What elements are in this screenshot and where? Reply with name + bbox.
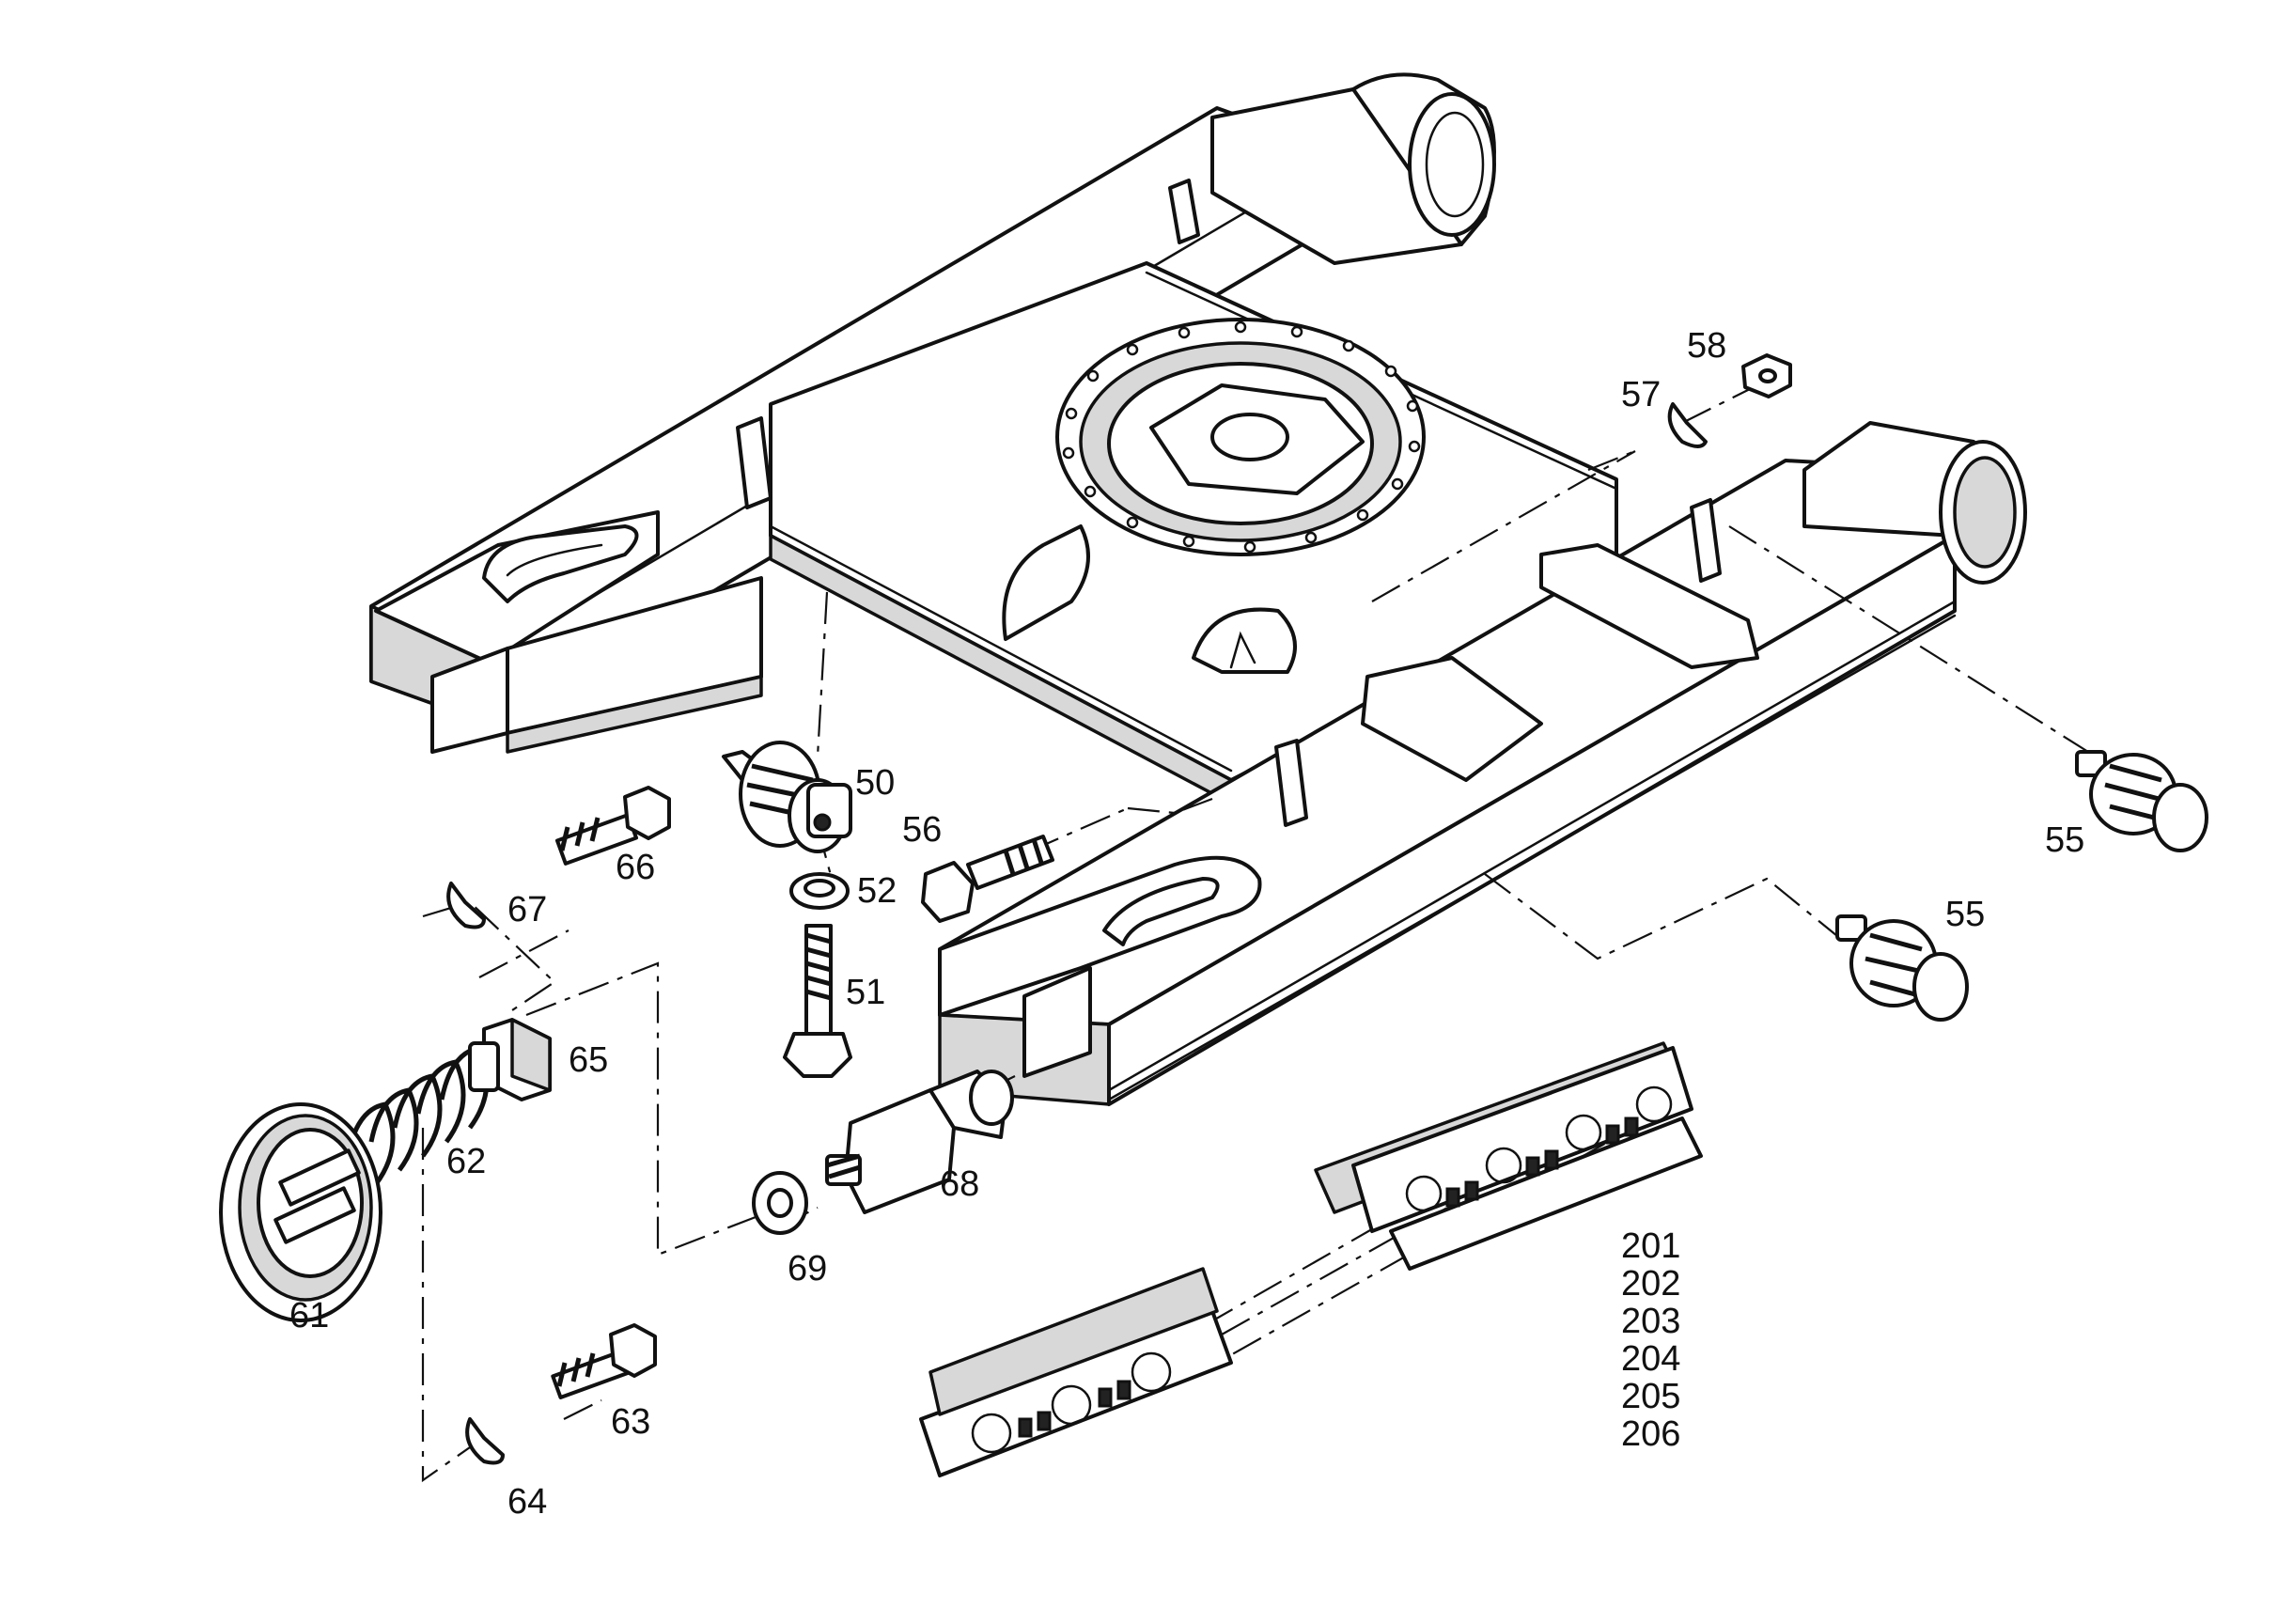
label-63: 63 bbox=[611, 1402, 650, 1442]
label-66: 66 bbox=[616, 848, 655, 887]
label-57: 57 bbox=[1621, 375, 1661, 414]
washer-part-52 bbox=[789, 872, 850, 910]
label-68: 68 bbox=[940, 1164, 979, 1204]
label-55b: 55 bbox=[1945, 895, 1985, 934]
slewing-ring-bolt-holes bbox=[1062, 320, 1421, 554]
bolt-part-63 bbox=[551, 1323, 657, 1399]
washer-part-69 bbox=[752, 1171, 808, 1235]
tension-spring-part-62 bbox=[345, 1041, 500, 1186]
label-58: 58 bbox=[1687, 326, 1726, 366]
label-202: 202 bbox=[1621, 1264, 1680, 1304]
track-roller-part-55-lower bbox=[1835, 914, 1969, 1022]
lock-washer-part-67 bbox=[446, 882, 486, 929]
label-56: 56 bbox=[902, 810, 942, 850]
bolt-part-51 bbox=[783, 924, 852, 1078]
label-55a: 55 bbox=[2045, 820, 2084, 860]
carrier-roller-part-50 bbox=[722, 741, 852, 853]
label-201: 201 bbox=[1621, 1226, 1680, 1266]
label-206: 206 bbox=[1621, 1414, 1680, 1454]
grease-cylinder-part-68 bbox=[825, 1070, 1014, 1214]
label-205: 205 bbox=[1621, 1377, 1680, 1416]
label-69: 69 bbox=[788, 1249, 827, 1288]
bracket-block-part-65 bbox=[482, 1018, 552, 1101]
idler-wheel-part-61 bbox=[219, 1102, 382, 1322]
label-65: 65 bbox=[569, 1040, 608, 1080]
undercarriage-frame bbox=[369, 72, 2027, 1106]
bolt-part-66 bbox=[554, 786, 671, 866]
label-51: 51 bbox=[846, 973, 885, 1012]
label-203: 203 bbox=[1621, 1302, 1680, 1341]
label-50: 50 bbox=[855, 763, 895, 803]
label-204: 204 bbox=[1621, 1339, 1680, 1379]
label-67: 67 bbox=[507, 890, 547, 929]
part-number-labels: 50 51 52 55 55 56 57 58 61 62 63 64 65 6… bbox=[289, 326, 2084, 1522]
label-64: 64 bbox=[507, 1482, 547, 1522]
lock-washer-part-57 bbox=[1667, 402, 1708, 448]
label-62: 62 bbox=[446, 1142, 486, 1181]
label-61: 61 bbox=[289, 1296, 329, 1335]
lock-washer-part-64 bbox=[465, 1417, 505, 1465]
label-52: 52 bbox=[857, 871, 897, 911]
track-roller-part-55-upper bbox=[2075, 750, 2208, 852]
bolt-part-56 bbox=[921, 835, 1054, 923]
track-chain-part-201-206 bbox=[919, 1041, 1703, 1477]
nut-part-58 bbox=[1741, 353, 1792, 398]
